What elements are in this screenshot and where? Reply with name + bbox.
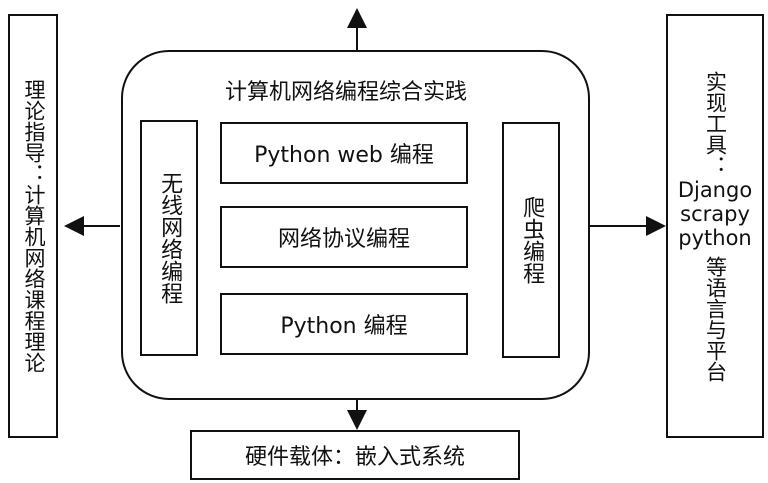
hardware-carrier-label: 硬件载体：嵌入式系统 <box>244 445 465 470</box>
crawler-panel: 爬虫编程 <box>502 122 560 358</box>
theory-guidance-text: 理论指导：计算机网络课程理论 <box>21 79 46 373</box>
main-title: 计算机网络编程综合实践 <box>224 80 467 105</box>
theory-guidance-box: 理论指导：计算机网络课程理论 <box>8 14 58 438</box>
python-web-label: Python web 编程 <box>254 143 434 168</box>
wireless-network-panel: 无线网络编程 <box>140 120 198 356</box>
crawler-label: 爬虫编程 <box>519 196 545 284</box>
tool-python: python <box>678 225 752 250</box>
python-programming-box: Python 编程 <box>220 293 468 355</box>
tool-django: Django <box>677 177 753 202</box>
tools-heading: 实现工具： <box>703 70 728 176</box>
tools-platform-text: 等语言与平台 <box>703 255 728 382</box>
wireless-network-label: 无线网络编程 <box>157 172 183 304</box>
python-programming-label: Python 编程 <box>280 314 408 339</box>
python-web-box: Python web 编程 <box>220 122 468 184</box>
hardware-carrier-box: 硬件载体：嵌入式系统 <box>190 430 520 480</box>
network-protocol-box: 网络协议编程 <box>220 206 468 268</box>
tool-scrapy: scrapy <box>680 201 750 226</box>
implementation-tools-box: 实现工具： Django scrapy python 等语言与平台 <box>666 14 764 438</box>
network-protocol-label: 网络协议编程 <box>277 227 410 252</box>
